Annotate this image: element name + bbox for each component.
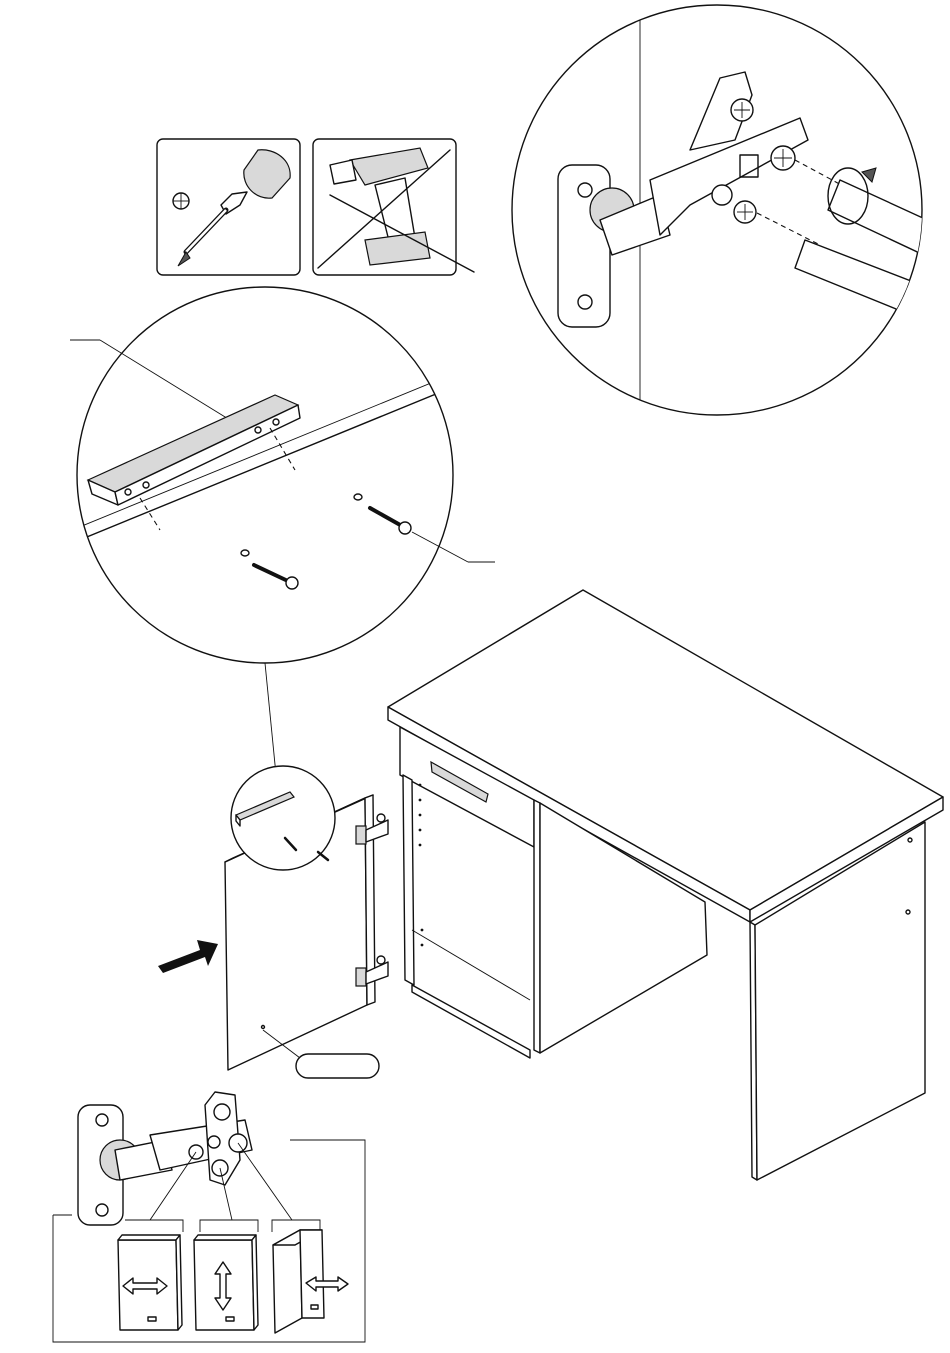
screwdriver-shaft-1 (828, 180, 950, 265)
phillips-cross-icon (173, 193, 189, 209)
shelf-pin-holes (419, 784, 424, 947)
leader-line-screw (412, 532, 468, 562)
hinge-detail-circle (512, 0, 950, 420)
adjust-card-vertical (194, 1235, 258, 1330)
adjust-card-horizontal (118, 1235, 182, 1330)
hinge-plate (558, 165, 610, 327)
adjustment-guide (53, 1092, 365, 1342)
drill-icon (330, 148, 430, 265)
adjust-card-depth (273, 1230, 348, 1333)
tool-panel-drill (313, 139, 474, 275)
arrow-icon (158, 940, 218, 973)
desk (388, 590, 943, 1180)
screwdriver-icon (178, 150, 290, 266)
tool-panel-screwdriver (157, 139, 300, 275)
arrow-depth-icon (306, 1277, 348, 1291)
door-panel (225, 766, 388, 1078)
screwdriver-shaft-2 (795, 240, 950, 330)
part-label-box (296, 1054, 379, 1078)
screw-icon (241, 494, 411, 589)
